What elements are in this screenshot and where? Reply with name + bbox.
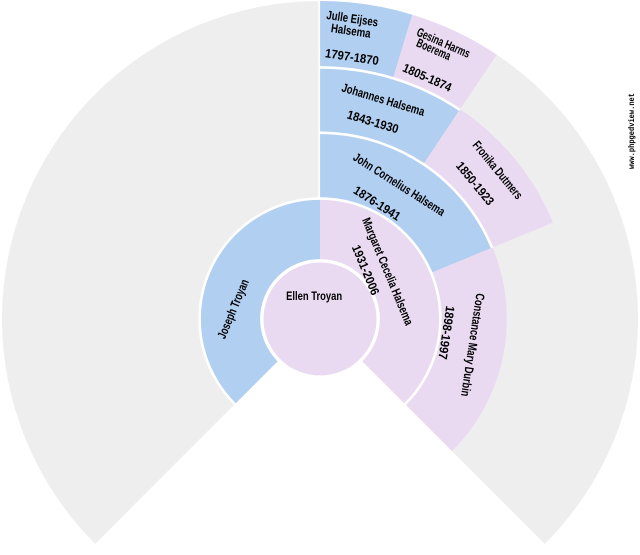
svg-text:Ellen Troyan: Ellen Troyan: [286, 289, 342, 303]
svg-text:Halsema: Halsema: [330, 21, 372, 41]
svg-text:www.phpgedview.net: www.phpgedview.net: [628, 93, 637, 169]
